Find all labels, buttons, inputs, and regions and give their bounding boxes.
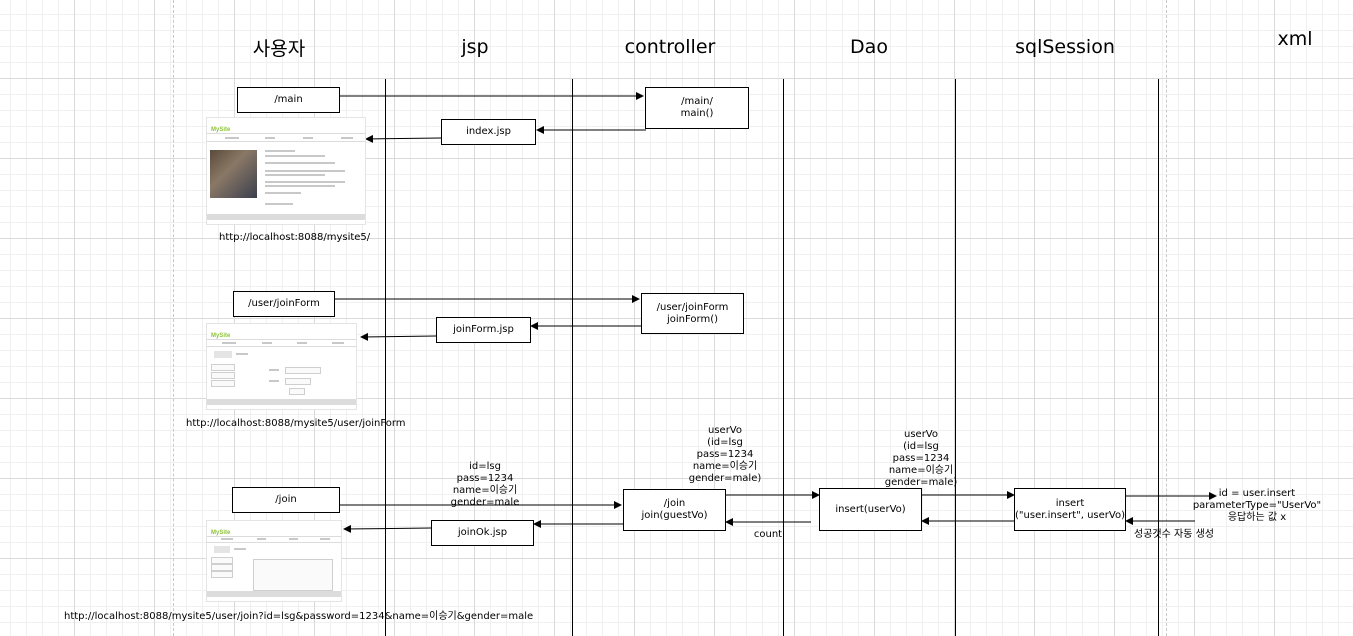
joinform-page-screenshot: MySite <box>206 323 357 410</box>
join-request-box: /join <box>232 487 340 513</box>
site-logo: MySite <box>211 127 231 133</box>
arrow-join-response <box>343 524 432 533</box>
join-controller-box: /join join(guestVo) <box>623 489 726 531</box>
joinform-url: http://localhost:8088/mysite5/user/joinF… <box>186 418 406 429</box>
index-jsp-box: index.jsp <box>441 119 536 145</box>
join-params-label: id=lsg pass=1234 name=이승기 gender=male <box>450 461 520 508</box>
join-url: http://localhost:8088/mysite5/user/join?… <box>64 611 534 622</box>
joinform-jsp-box: joinForm.jsp <box>436 317 531 343</box>
joinform-controller-box: /user/joinForm joinForm() <box>641 293 744 334</box>
boundary-line-left <box>173 0 174 636</box>
joinform-request-box: /user/joinForm <box>233 291 335 317</box>
lifeline-sqlsession <box>955 79 956 636</box>
lifeline-xml <box>1158 79 1159 636</box>
lifeline-jsp <box>385 79 386 636</box>
site-footer <box>207 399 356 405</box>
dao-insert-box: insert(userVo) <box>819 488 922 531</box>
main-page-screenshot: MySite <box>206 117 366 225</box>
session-insert-box: insert ("user.insert", userVo) <box>1014 488 1126 531</box>
header-dao: Dao <box>850 36 888 58</box>
site-footer <box>207 591 341 597</box>
site-logo: MySite <box>211 530 231 536</box>
header-xml: xml <box>1277 28 1313 50</box>
header-user: 사용자 <box>252 38 306 60</box>
boundary-line-right <box>1166 0 1167 636</box>
main-controller-box: /main/ main() <box>645 87 749 129</box>
site-logo: MySite <box>211 333 231 339</box>
site-footer <box>207 214 365 220</box>
header-sqlsession: sqlSession <box>1015 36 1115 58</box>
auto-generate-label: 성공갯수 자동 생성 <box>1134 529 1214 540</box>
controller-to-dao-label: userVo (id=lsg pass=1234 name=이승기 gender… <box>688 425 762 484</box>
lifeline-controller <box>572 79 573 636</box>
arrow-joinform-response <box>360 332 437 341</box>
main-request-box: /main <box>237 87 340 113</box>
dao-to-session-label: userVo (id=lsg pass=1234 name=이승기 gender… <box>884 429 958 488</box>
profile-photo <box>210 150 257 198</box>
return-count-label: count <box>753 529 783 540</box>
joinok-jsp-box: joinOk.jsp <box>431 520 534 546</box>
lifeline-dao <box>783 79 784 636</box>
xml-mapping-label: id = user.insert parameterType="UserVo" … <box>1192 488 1322 523</box>
header-jsp: jsp <box>461 36 489 58</box>
header-controller: controller <box>624 36 716 58</box>
arrow-main-response <box>365 134 442 143</box>
joinok-page-screenshot: MySite <box>206 520 342 602</box>
main-url: http://localhost:8088/mysite5/ <box>219 232 371 243</box>
